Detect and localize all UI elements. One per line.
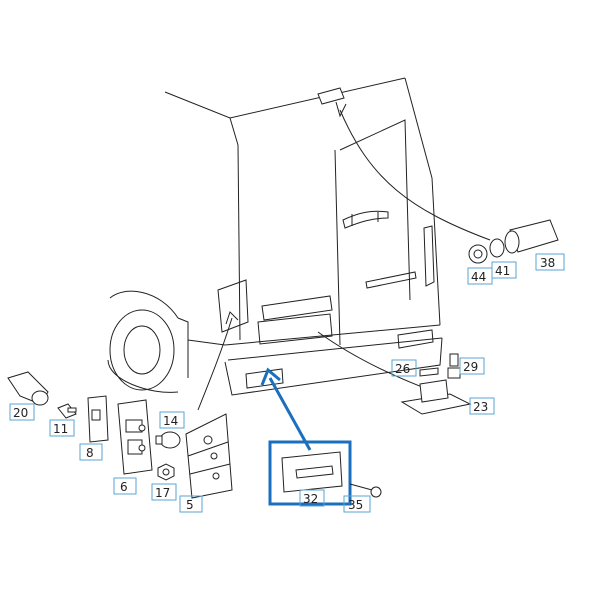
callout-14: 14 [159,411,185,429]
part-44-socket [468,244,488,264]
part-29-bulb [447,353,461,379]
callout-29: 29 [459,357,485,375]
part-14-bulb [155,431,181,449]
callout-label: 32 [303,492,318,506]
callout-35: 35 [343,495,371,513]
callout-23: 23 [469,397,495,415]
callout-label: 26 [395,362,410,376]
callout-label: 11 [53,422,68,436]
callout-44: 44 [467,267,493,285]
callout-label: 17 [155,486,170,500]
part-20-socket [7,371,49,406]
callout-32: 32 [299,489,325,507]
van-body [107,77,443,396]
callout-label: 5 [186,498,194,512]
callout-6: 6 [113,477,137,495]
callout-8: 8 [79,443,103,461]
highlight-32 [260,367,352,506]
part-17-nut [157,463,175,481]
roof-marker-lamp [317,87,345,105]
callout-17: 17 [151,483,177,501]
part-6-lamp-carrier [117,399,153,475]
part-41-bulb [489,238,505,258]
part-32-step-lamp [281,451,343,493]
part-23-plate-lamp [400,379,472,415]
callout-label: 35 [348,498,363,512]
part-5-tail-lamp [185,413,233,499]
part-8-holder [87,395,109,443]
callout-26: 26 [391,359,417,377]
callout-label: 8 [86,446,94,460]
part-38-roof-lamp [504,219,559,254]
callout-label: 41 [495,264,510,278]
part-11-connector [57,403,77,419]
callout-label: 23 [473,400,488,414]
callout-label: 38 [540,256,555,270]
callout-20: 20 [9,403,35,421]
callout-5: 5 [179,495,203,513]
part-26-bulb [419,367,439,377]
part-35-screw [349,483,382,498]
callout-label: 14 [163,414,178,428]
callout-11: 11 [49,419,75,437]
callout-41: 41 [491,261,517,279]
callout-label: 20 [13,406,28,420]
callout-label: 29 [463,360,478,374]
callout-label: 6 [120,480,128,494]
callout-label: 44 [471,270,486,284]
callout-38: 38 [535,253,565,271]
